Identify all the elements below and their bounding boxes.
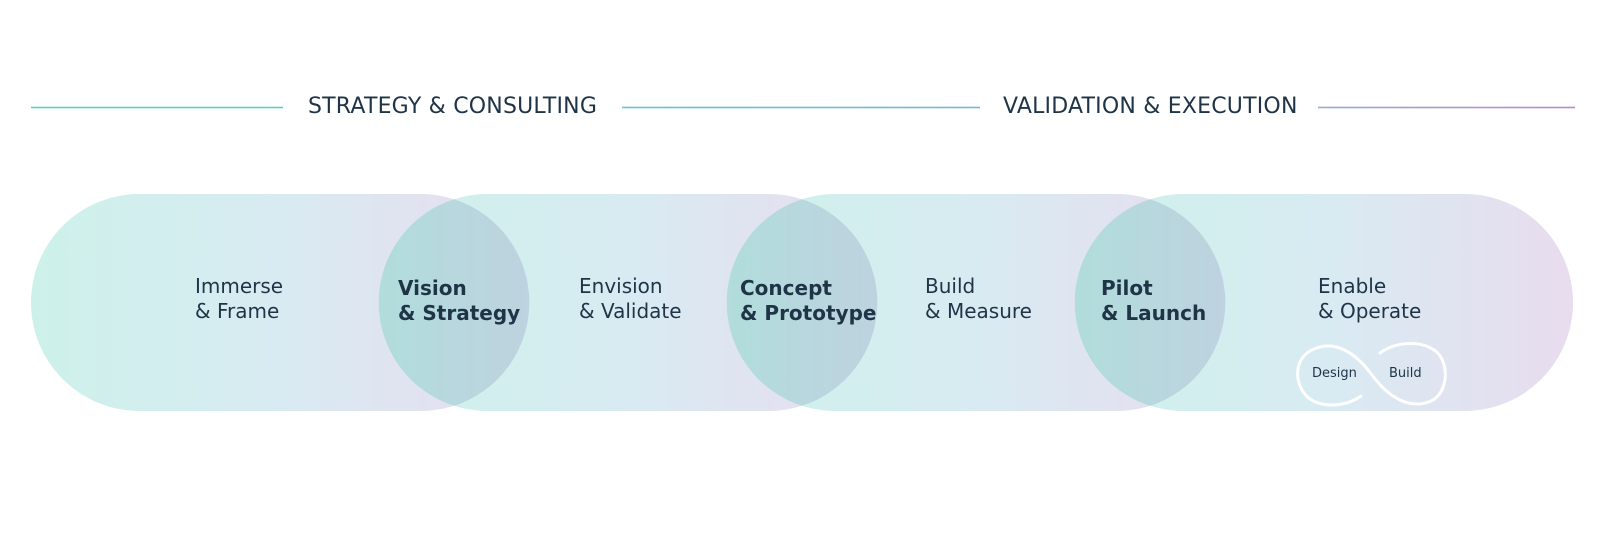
stage-label-line1: Envision xyxy=(579,274,663,298)
stage-label-line2: & Measure xyxy=(925,299,1032,323)
section-title-strategy-consulting: STRATEGY & CONSULTING xyxy=(308,94,598,119)
stage-label-line2: & Launch xyxy=(1101,301,1207,325)
stage-label-line1: Concept xyxy=(740,276,832,300)
stage-label-line2: & Strategy xyxy=(398,301,521,325)
stage-label-line2: & Prototype xyxy=(740,301,877,325)
milestone-concept-prototype: Concept & Prototype xyxy=(740,276,876,326)
milestone-vision-strategy: Vision & Strategy xyxy=(398,276,520,326)
stage-label-line1: Immerse xyxy=(195,274,284,298)
stage-label-line1: Build xyxy=(925,274,976,298)
infinity-icon xyxy=(1296,342,1447,407)
stage-label-line1: Vision xyxy=(398,276,467,300)
section-divider-middle xyxy=(622,106,980,109)
stage-envision-validate: Envision & Validate xyxy=(579,274,682,324)
stage-label-line2: & Validate xyxy=(579,299,682,323)
milestone-overlap-3 xyxy=(1074,199,1226,406)
section-divider-right xyxy=(1318,106,1575,109)
stage-label-line2: & Operate xyxy=(1318,299,1422,323)
milestone-overlap-2 xyxy=(726,199,878,406)
stage-label-line1: Enable xyxy=(1318,274,1387,298)
stage-immerse-frame: Immerse & Frame xyxy=(195,274,283,324)
stage-enable-operate: Enable & Operate xyxy=(1318,274,1421,324)
loop-label-design: Design xyxy=(1312,366,1357,381)
milestone-overlap-1 xyxy=(378,199,530,406)
stage-label-line2: & Frame xyxy=(195,299,280,323)
loop-label-build: Build xyxy=(1389,366,1422,381)
stage-build-measure: Build & Measure xyxy=(925,274,1032,324)
milestone-pilot-launch: Pilot & Launch xyxy=(1101,276,1206,326)
stage-label-line1: Pilot xyxy=(1101,276,1153,300)
section-title-validation-execution: VALIDATION & EXECUTION xyxy=(1003,94,1298,119)
